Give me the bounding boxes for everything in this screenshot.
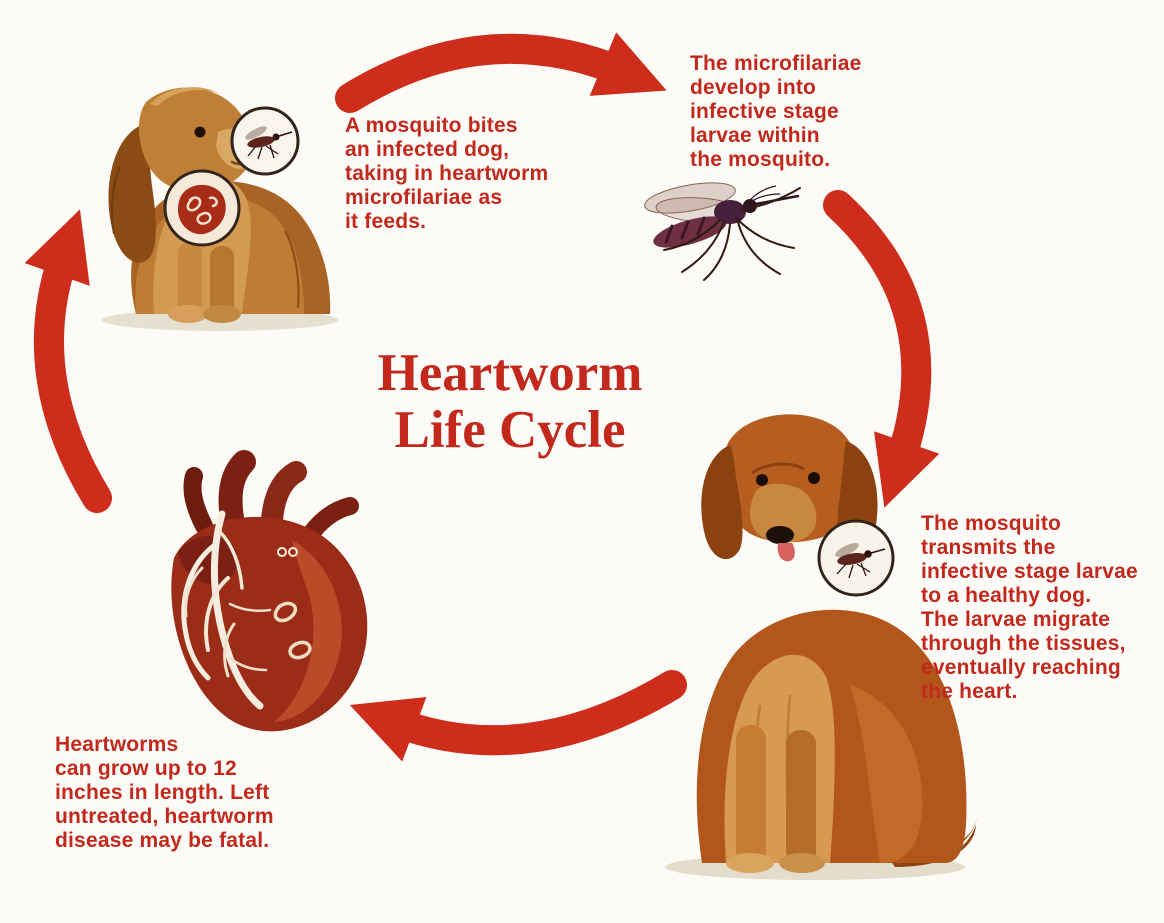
arrow-right-icon bbox=[823, 190, 940, 508]
caption-line: can grow up to 12 bbox=[55, 756, 237, 780]
caption-line: to a healthy dog. bbox=[921, 583, 1092, 607]
arrow-left-icon bbox=[24, 209, 112, 513]
mosquito-icon bbox=[245, 126, 293, 160]
caption-line: transmits the bbox=[921, 535, 1056, 559]
dog-eye bbox=[756, 474, 768, 486]
caption-infected-dog: A mosquito bites an infected dog, taking… bbox=[345, 114, 548, 234]
heartworm-vessel-network bbox=[181, 510, 272, 710]
mosquito-bite-callout bbox=[230, 106, 300, 176]
title-line-1: Heartworm bbox=[377, 344, 643, 402]
caption-healthy-dog: The mosquito transmits the infective sta… bbox=[921, 512, 1138, 704]
arrow-top-icon bbox=[335, 32, 667, 113]
caption-line: inches in length. Left bbox=[55, 780, 270, 804]
caption-line: larvae within bbox=[690, 123, 820, 147]
heart-illustration bbox=[82, 448, 402, 738]
infected-heart-callout bbox=[163, 169, 241, 247]
caption-line: the mosquito. bbox=[690, 147, 831, 171]
caption-line: infective stage larvae bbox=[921, 559, 1138, 583]
mosquito-illustration bbox=[612, 150, 802, 285]
caption-line: through the tissues, bbox=[921, 631, 1126, 655]
caption-line: Heartworms bbox=[55, 733, 179, 756]
caption-line: an infected dog, bbox=[345, 137, 510, 161]
mosquito-icon bbox=[835, 543, 886, 579]
caption-line: taking in heartworm bbox=[345, 161, 549, 185]
caption-line: A mosquito bites bbox=[345, 114, 518, 137]
caption-line: develop into bbox=[690, 75, 817, 99]
caption-line: eventually reaching bbox=[921, 655, 1121, 679]
dog-eye bbox=[194, 126, 206, 138]
title-line-2: Life Cycle bbox=[394, 401, 626, 460]
caption-line: it feeds. bbox=[345, 209, 427, 233]
caption-mosquito: The microfilariae develop into infective… bbox=[690, 52, 861, 172]
mosquito-transmit-callout bbox=[817, 519, 895, 597]
caption-line: microfilariae as bbox=[345, 185, 503, 209]
caption-line: disease may be fatal. bbox=[55, 828, 270, 852]
heartworms-icon bbox=[273, 601, 312, 660]
mosquito-body bbox=[644, 182, 801, 281]
caption-line: The larvae migrate bbox=[921, 607, 1111, 631]
arrow-bottom-icon bbox=[349, 670, 687, 762]
heart-with-worms-icon bbox=[178, 184, 226, 235]
infected-dog-illustration bbox=[50, 46, 360, 336]
dog-eye bbox=[808, 472, 820, 484]
caption-line: The mosquito bbox=[921, 512, 1062, 535]
dog-nose bbox=[766, 526, 794, 544]
dog-tongue bbox=[777, 543, 795, 562]
caption-heart: Heartworms can grow up to 12 inches in l… bbox=[55, 733, 274, 853]
caption-line: untreated, heartworm bbox=[55, 804, 274, 828]
caption-line: The microfilariae bbox=[690, 52, 862, 75]
page-title: Heartworm Life Cycle bbox=[330, 344, 690, 460]
caption-line: infective stage bbox=[690, 99, 839, 123]
caption-line: the heart. bbox=[921, 679, 1018, 703]
mosquito-legs bbox=[663, 187, 801, 281]
healthy-dog-illustration bbox=[640, 385, 980, 885]
